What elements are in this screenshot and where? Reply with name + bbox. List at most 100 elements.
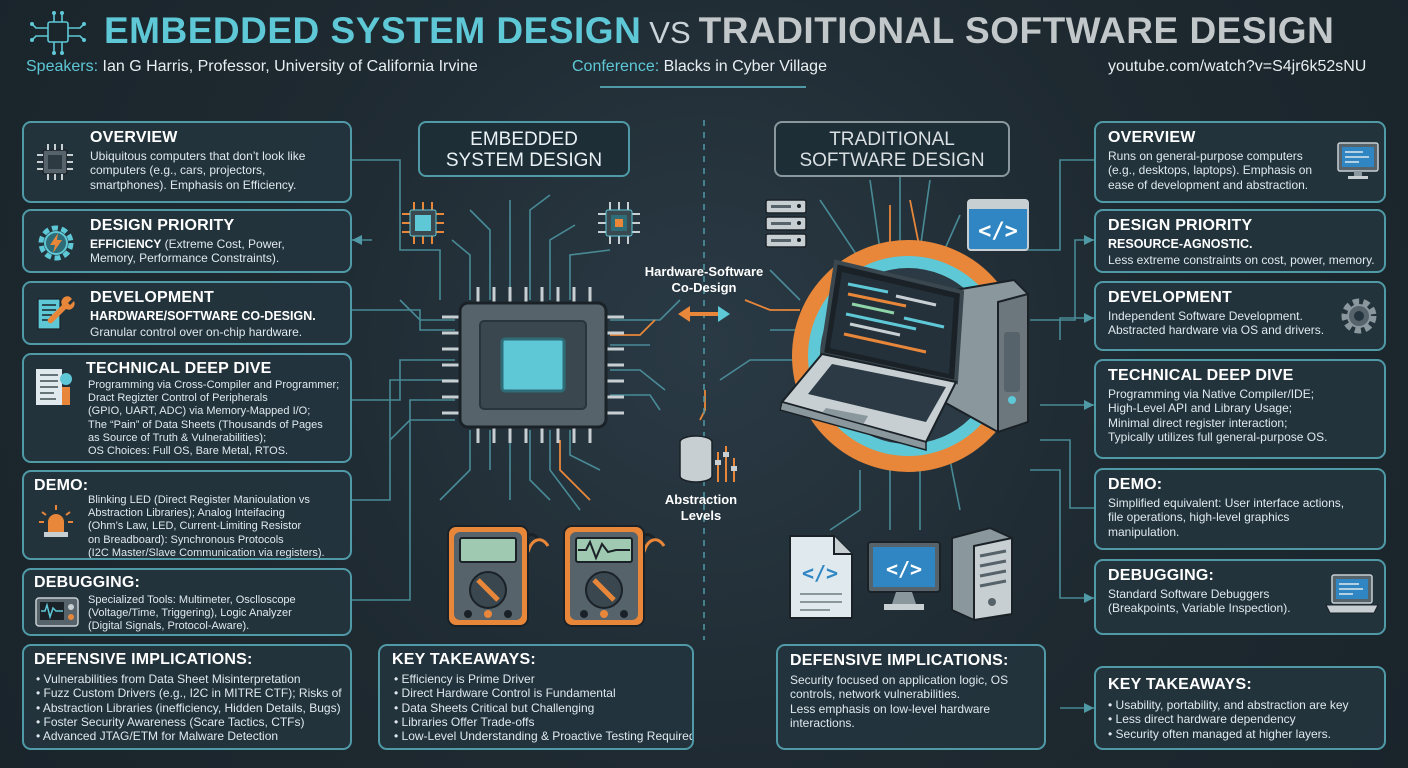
alarm-light-icon (39, 505, 73, 537)
gear-lightning-icon (38, 225, 74, 261)
right-debugging-title: DEBUGGING: (1108, 567, 1214, 584)
list-item: Direct Hardware Control is Fundamental (394, 686, 692, 700)
multimeter-icon (447, 525, 550, 627)
left-overview-title: OVERVIEW (90, 129, 178, 146)
circuit-brain-icon (30, 11, 86, 55)
left-technical-body: Programming via Cross-Compiler and Progr… (88, 379, 340, 458)
gear-icon (1341, 298, 1377, 334)
left-priority-text: (Extreme Cost, Power, Memory, Performanc… (90, 237, 285, 266)
multimeter-icon (563, 525, 666, 627)
right-development-title: DEVELOPMENT (1108, 289, 1232, 306)
right-technical-title: TECHNICAL DEEP DIVE (1108, 367, 1294, 384)
right-priority-body: Less extreme constraints on cost, power,… (1108, 253, 1375, 267)
speakers-line: Speakers: Ian G Harris, Professor, Unive… (26, 58, 478, 76)
left-development-card: DEVELOPMENT HARDWARE/SOFTWARE CO-DESIGN.… (22, 281, 352, 345)
left-priority-bold: EFFICIENCY (90, 237, 162, 251)
list-item: Data Sheets Critical but Challenging (394, 701, 692, 715)
left-technical-card: TECHNICAL DEEP DIVE Programming via Cros… (22, 353, 352, 463)
right-takeaways-title: KEY TAKEAWAYS: (1108, 676, 1252, 693)
monitor-icon: </> (867, 541, 941, 610)
right-demo-body: Simplified equivalent: User interface ac… (1108, 496, 1345, 539)
right-overview-body: Runs on general-purpose computers (e.g.,… (1108, 149, 1313, 192)
svg-text:</>: </> (886, 557, 922, 581)
list-item: Foster Security Awareness (Scare Tactics… (36, 715, 342, 729)
right-priority-title: DESIGN PRIORITY (1108, 217, 1253, 234)
title-vs: VS (649, 15, 691, 50)
list-item: Usability, portability, and abstraction … (1108, 698, 1349, 712)
left-defensive-list: Vulnerabilities from Data Sheet Misinter… (36, 672, 342, 743)
left-demo-card: DEMO: Blinking LED (Direct Register Mani… (22, 470, 352, 560)
left-priority-title: DESIGN PRIORITY (90, 217, 235, 234)
title-embedded: EMBEDDED SYSTEM DESIGN (104, 10, 642, 51)
right-takeaways-list: Usability, portability, and abstraction … (1108, 698, 1349, 741)
monitor-icon (1337, 142, 1379, 179)
right-defensive-card: DEFENSIVE IMPLICATIONS: Security focused… (776, 644, 1046, 750)
svg-text:</>: </> (978, 219, 1018, 244)
right-debugging-body: Standard Software Debuggers (Breakpoints… (1108, 587, 1291, 616)
left-debugging-card: DEBUGGING: Specialized Tools: Multimeter… (22, 568, 352, 636)
left-takeaways-card: KEY TAKEAWAYS: Efficiency is Prime Drive… (378, 644, 694, 750)
codesign-label: Hardware-Software Co-Design (644, 264, 764, 295)
right-priority-bold: RESOURCE-AGNOSTIC. (1108, 237, 1253, 251)
svg-text:</>: </> (802, 561, 838, 585)
left-development-bold: HARDWARE/SOFTWARE CO-DESIGN. (90, 309, 316, 323)
right-takeaways-card: KEY TAKEAWAYS: Usability, portability, a… (1094, 666, 1386, 750)
left-debugging-body: Specialized Tools: Multimeter, Oscllosco… (88, 594, 296, 633)
conference-line: Conference: Blacks in Cyber Village (572, 58, 827, 76)
title-traditional: TRADITIONAL SOFTWARE DESIGN (698, 10, 1335, 51)
video-url[interactable]: youtube.com/watch?v=S4jr6k52sNU (1108, 58, 1367, 75)
bidirectional-arrow-icon (678, 306, 730, 322)
header-underline (600, 86, 806, 88)
traditional-section-title: TRADITIONAL SOFTWARE DESIGN (774, 121, 1010, 177)
right-demo-title: DEMO: (1108, 476, 1163, 493)
left-overview-body: Ubiquitous computers that don’t look lik… (90, 149, 306, 192)
right-development-body: Independent Software Development. Abstra… (1108, 309, 1325, 338)
conference-value: Blacks in Cyber Village (663, 58, 827, 75)
right-defensive-title: DEFENSIVE IMPLICATIONS: (790, 652, 1009, 669)
code-window-icon: </> (967, 199, 1029, 251)
list-item: Security often managed at higher layers. (1108, 727, 1349, 741)
wrench-document-icon (37, 296, 75, 330)
speakers-label: Speakers: (26, 58, 99, 75)
server-tower-icon (951, 526, 1013, 622)
oscilloscope-icon (35, 597, 79, 627)
left-development-title: DEVELOPMENT (90, 289, 214, 306)
list-item: Efficiency is Prime Driver (394, 672, 692, 686)
list-item: Less direct hardware dependency (1108, 712, 1349, 726)
laptop-icon (779, 240, 1029, 472)
left-technical-title: TECHNICAL DEEP DIVE (86, 360, 272, 377)
document-icon (36, 369, 72, 405)
right-priority-card: DESIGN PRIORITY RESOURCE-AGNOSTIC. Less … (1094, 209, 1386, 273)
left-defensive-card: DEFENSIVE IMPLICATIONS: Vulnerabilities … (22, 644, 352, 750)
right-technical-body: Programming via Native Compiler/IDE; Hig… (1108, 387, 1328, 444)
left-development-body: Granular control over on-chip hardware. (90, 325, 303, 339)
database-icon (679, 435, 737, 483)
microchip-icon (442, 287, 624, 443)
small-chip-icon (598, 202, 640, 244)
left-overview-card: OVERVIEW Ubiquitous computers that don’t… (22, 121, 352, 203)
list-item: Vulnerabilities from Data Sheet Misinter… (36, 672, 342, 686)
microchip-icon (37, 144, 73, 180)
list-item: Fuzz Custom Drivers (e.g., I2C in MITRE … (36, 686, 342, 700)
embedded-section-title: EMBEDDED SYSTEM DESIGN (418, 121, 630, 177)
conference-label: Conference: (572, 58, 660, 75)
left-takeaways-list: Efficiency is Prime DriverDirect Hardwar… (394, 672, 692, 743)
right-overview-card: OVERVIEW Runs on general-purpose compute… (1094, 121, 1386, 203)
right-debugging-card: DEBUGGING: Standard Software Debuggers (… (1094, 559, 1386, 635)
speakers-value: Ian G Harris, Professor, University of C… (102, 58, 478, 75)
right-technical-card: TECHNICAL DEEP DIVE Programming via Nati… (1094, 359, 1386, 459)
left-demo-body: Blinking LED (Direct Register Manioulati… (88, 494, 325, 559)
right-demo-card: DEMO: Simplified equivalent: User interf… (1094, 468, 1386, 550)
left-defensive-title: DEFENSIVE IMPLICATIONS: (34, 651, 253, 668)
left-debugging-title: DEBUGGING: (34, 574, 140, 591)
laptop-debug-icon (1325, 574, 1379, 614)
code-file-icon: </> (789, 535, 853, 619)
left-demo-title: DEMO: (34, 477, 89, 494)
right-defensive-body: Security focused on application logic, O… (790, 673, 1009, 730)
right-overview-title: OVERVIEW (1108, 129, 1196, 146)
right-development-card: DEVELOPMENT Independent Software Develop… (1094, 281, 1386, 351)
list-item: Abstraction Libraries (inefficiency, Hid… (36, 701, 342, 715)
list-item: Advanced JTAG/ETM for Malware Detection (36, 729, 342, 743)
